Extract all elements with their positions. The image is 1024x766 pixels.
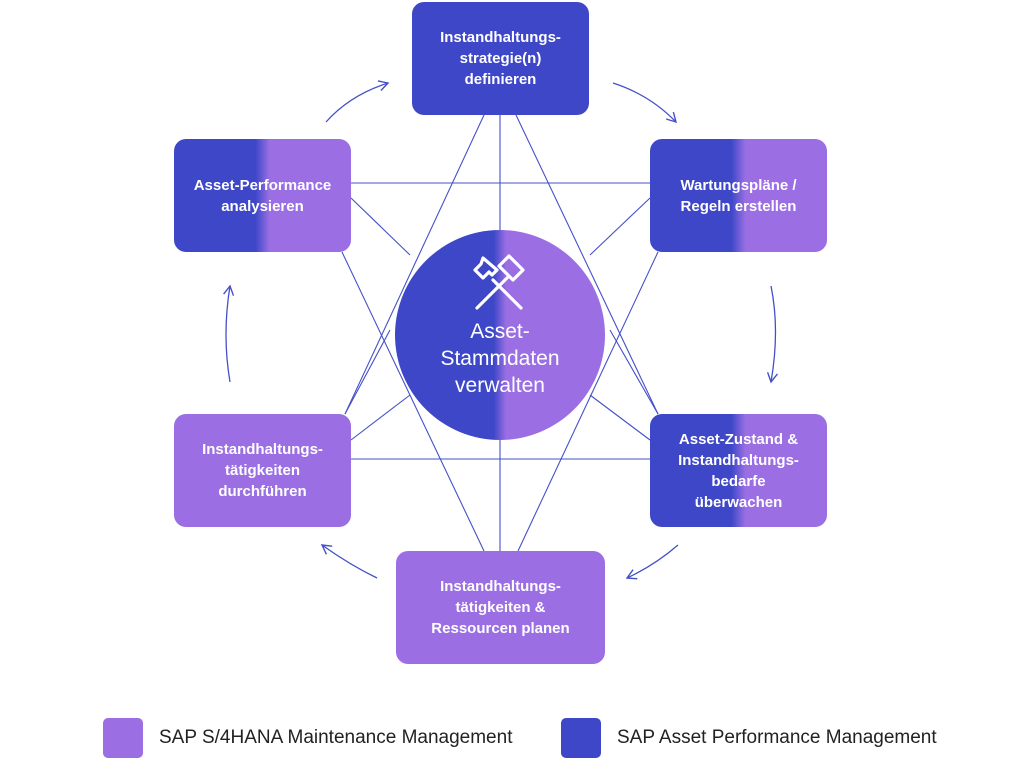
legend-item-apm: SAP Asset Performance Management <box>561 718 937 758</box>
node-plans: Wartungspläne / Regeln erstellen <box>650 139 827 252</box>
center-label: Asset- Stammdaten verwalten <box>440 320 560 397</box>
node-label: Instandhaltungs- tätigkeiten durchführen <box>202 441 323 500</box>
node-label: Asset-Performance analysieren <box>193 176 332 215</box>
connector-line <box>350 394 411 441</box>
connector-line <box>609 329 659 415</box>
connector-line <box>344 114 485 415</box>
connector-line <box>517 251 659 552</box>
legend-swatch-s4hana <box>103 718 143 758</box>
cycle-arrow <box>325 80 390 123</box>
cycle-arrow <box>766 285 779 384</box>
node-monitor: Asset-Zustand & Instandhaltungs- bedarfe… <box>650 414 827 527</box>
connector-line <box>589 394 651 441</box>
node-label: Wartungspläne / Regeln erstellen <box>680 176 797 215</box>
cycle-arrow <box>223 284 235 383</box>
cycle-arrow <box>612 82 678 124</box>
node-resources: Instandhaltungs- tätigkeiten & Ressource… <box>396 551 605 664</box>
cycle-arrow <box>320 544 378 579</box>
legend-item-s4hana: SAP S/4HANA Maintenance Management <box>103 718 512 758</box>
node-label: Instandhaltungs- strategie(n) definieren <box>440 29 561 88</box>
connector-line <box>350 197 411 256</box>
legend-label-s4hana: SAP S/4HANA Maintenance Management <box>159 727 513 748</box>
connector-line <box>515 114 659 415</box>
cycle-arrow <box>625 544 679 580</box>
node-execute: Instandhaltungs- tätigkeiten durchführen <box>174 414 351 527</box>
connector-line <box>341 251 485 552</box>
node-label: Asset-Zustand & Instandhaltungs- bedarfe… <box>678 430 799 511</box>
center-node-asset-master-data: Asset- Stammdaten verwalten <box>395 230 605 440</box>
node-strategy: Instandhaltungs- strategie(n) definieren <box>412 2 589 115</box>
crossed-hammers-icon <box>473 254 525 310</box>
connector-line <box>589 197 651 256</box>
legend-label-apm: SAP Asset Performance Management <box>617 727 937 748</box>
node-label: Instandhaltungs- tätigkeiten & Ressource… <box>431 578 570 637</box>
legend-swatch-apm <box>561 718 601 758</box>
connector-line <box>344 329 391 415</box>
node-performance: Asset-Performance analysieren <box>174 139 351 252</box>
